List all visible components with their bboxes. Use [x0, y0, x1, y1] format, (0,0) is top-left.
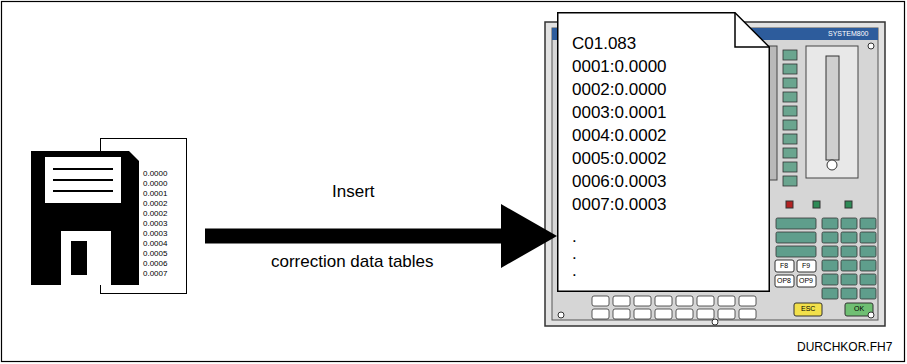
key	[860, 274, 876, 285]
side-button	[783, 120, 797, 130]
table-text: .	[572, 245, 592, 262]
led	[845, 201, 852, 208]
key	[718, 296, 735, 306]
table-text: .	[572, 262, 592, 279]
screw	[868, 43, 874, 49]
key	[676, 309, 693, 319]
key	[841, 260, 857, 271]
key	[739, 309, 756, 319]
key	[822, 246, 838, 257]
table-text: C01.083 0001:0.0000 0002:0.0000 0003:0.0…	[572, 32, 722, 216]
key	[822, 274, 838, 285]
key-legend: OK	[854, 304, 864, 313]
key	[613, 309, 630, 319]
key-legend: ESC	[801, 304, 815, 313]
key	[841, 218, 857, 229]
key-legend: F9	[802, 261, 810, 270]
document-sheet: 0.0000 0.0000 0.0001 0.0002 0.0002 0.000…	[100, 138, 187, 294]
key	[860, 260, 876, 271]
key	[776, 232, 816, 243]
side-button	[783, 50, 797, 60]
key	[697, 309, 714, 319]
key	[634, 309, 651, 319]
key	[841, 232, 857, 243]
key	[592, 296, 609, 306]
key	[776, 218, 816, 229]
key-legend: F8	[780, 261, 788, 270]
key	[822, 218, 838, 229]
document-page: C01.083 0001:0.0000 0002:0.0000 0003:0.0…	[557, 12, 770, 292]
key	[822, 260, 838, 271]
screw	[558, 312, 564, 318]
key	[775, 260, 794, 272]
key	[860, 288, 876, 299]
brand-text: SYSTEM800	[828, 29, 868, 38]
key	[776, 246, 816, 257]
key	[676, 296, 693, 306]
screw	[868, 312, 874, 318]
side-button	[783, 148, 797, 158]
key	[775, 275, 794, 287]
key	[841, 274, 857, 285]
key	[797, 275, 816, 287]
key	[655, 309, 672, 319]
key	[841, 246, 857, 257]
arrow-caption: correction data tables	[271, 252, 434, 271]
table-values: 0.0000 0.0000 0.0001 0.0002 0.0002 0.000…	[143, 169, 181, 279]
key-legend: OP8	[777, 276, 791, 285]
side-button	[783, 64, 797, 74]
keypad	[776, 218, 876, 299]
key	[739, 296, 756, 306]
edge-label: Insert	[330, 182, 377, 202]
file-name: DURCHKOR.FH7	[797, 340, 892, 354]
key	[841, 288, 857, 299]
side-button	[783, 162, 797, 172]
floppy-disk	[29, 149, 141, 289]
side-button	[783, 78, 797, 88]
key	[592, 309, 609, 319]
key	[822, 288, 838, 299]
side-button	[783, 106, 797, 116]
side-button	[783, 176, 797, 186]
slot-knob	[827, 160, 837, 170]
esc-key	[794, 303, 822, 316]
key	[697, 296, 714, 306]
key	[822, 232, 838, 243]
side-button	[783, 92, 797, 102]
key	[860, 246, 876, 257]
table-text: .	[572, 228, 592, 245]
key	[797, 260, 816, 272]
side-buttons	[783, 50, 797, 186]
function-keys	[592, 296, 756, 319]
card-slot	[826, 56, 839, 160]
screw	[712, 319, 718, 325]
key	[613, 296, 630, 306]
side-button	[783, 134, 797, 144]
led	[786, 201, 793, 208]
key	[718, 309, 735, 319]
key	[860, 218, 876, 229]
card-slot-panel	[806, 46, 858, 178]
led	[813, 201, 820, 208]
key-legend: OP9	[799, 276, 813, 285]
key	[655, 296, 672, 306]
key	[634, 296, 651, 306]
key	[860, 232, 876, 243]
